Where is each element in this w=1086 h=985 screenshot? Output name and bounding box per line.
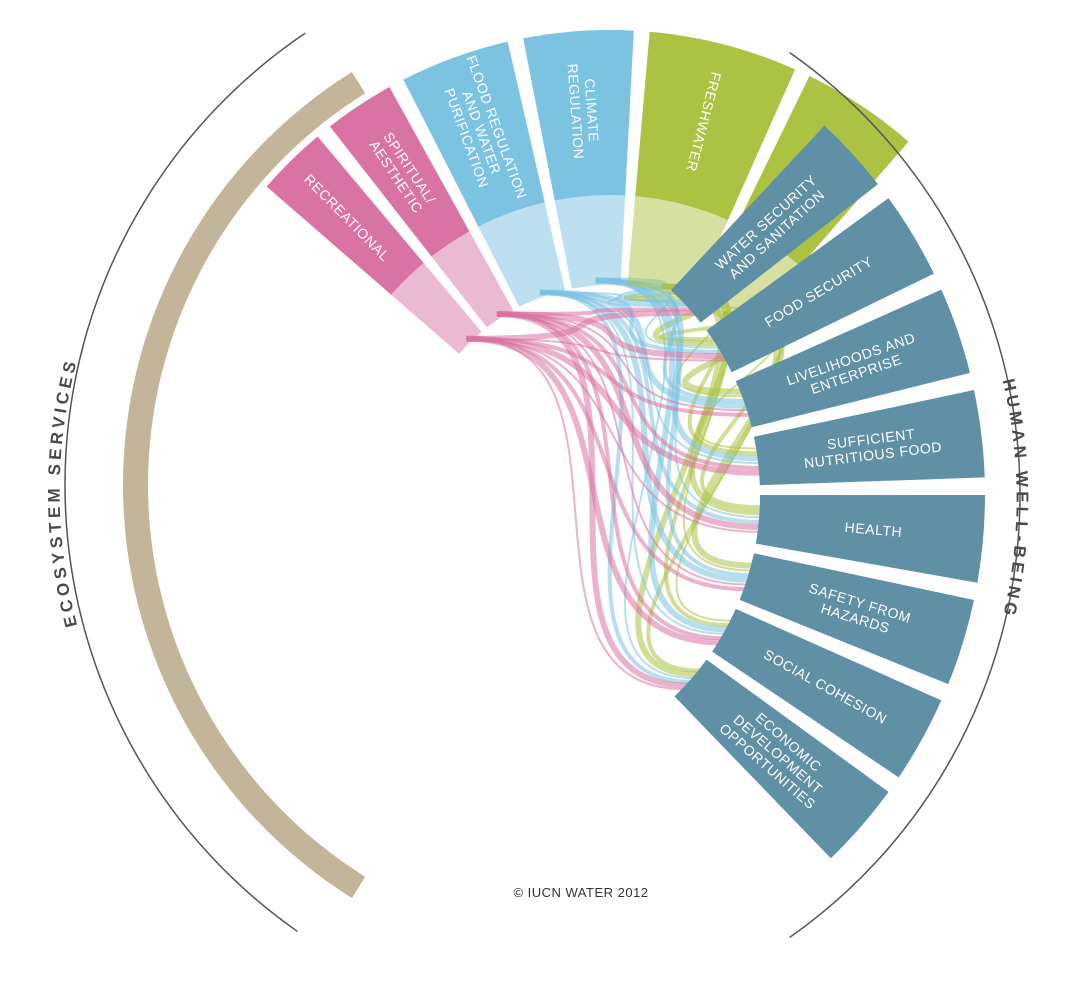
ribbon-2-7 (595, 279, 695, 680)
ribbon-2-5 (595, 278, 751, 578)
sector-inner-freshwater (627, 194, 729, 303)
sector-inner-spiritual-aesthetic (430, 229, 514, 328)
sector-label-health: HEALTH (844, 519, 903, 540)
ribbon-4-1 (496, 311, 726, 360)
ribbon-5-7 (466, 337, 685, 691)
sector-label-climate-regulation: CLIMATEREGULATION (565, 62, 604, 160)
ecosystem-outer-arc (64, 32, 306, 933)
sector-climate-regulation (523, 30, 634, 201)
left-guide-arcs (64, 32, 366, 933)
wellbeing-outer-arc (789, 52, 1021, 938)
copyright-text: © IUCN WATER 2012 (513, 885, 648, 900)
sector-food-security (706, 198, 934, 373)
ecosystem-services-title: ECOSYSTEM SERVICES (45, 356, 82, 630)
ribbon-4-2 (496, 313, 749, 412)
ribbon-5-6 (466, 335, 721, 646)
sector-inner-climate-regulation (554, 193, 626, 289)
sector-flood-regulation-and-water-purification (403, 41, 545, 227)
sector-sufficient-nutritious-food (753, 390, 985, 486)
sector-economic-development-opportunities (674, 659, 889, 859)
ribbon-5-1 (466, 337, 728, 362)
ribbon-5-4 (466, 337, 760, 533)
ribbon-5-5 (466, 336, 746, 592)
ribbon-5-3 (466, 335, 762, 476)
ribbon-5-0 (466, 309, 696, 342)
sector-freshwater (635, 31, 796, 221)
human-well-being-title: HUMAN WELL-BEING (999, 377, 1032, 621)
supporting-services-band (122, 72, 366, 898)
ribbon-3-3 (539, 291, 761, 465)
ribbon-4-5 (496, 313, 748, 586)
sector-water-security-and-sanitation (670, 125, 878, 323)
sector-health (755, 495, 985, 583)
sector-spiritual-aesthetic (329, 87, 470, 257)
sector-recreational (266, 136, 424, 295)
sector-social-cohesion (712, 608, 942, 778)
sector-inner-recreational (389, 261, 482, 354)
sector-livelihoods-and-enterprise (735, 289, 970, 428)
sector-inner-flood-regulation-and-water-purification (477, 200, 566, 307)
sector-safety-from-hazards (739, 553, 974, 685)
